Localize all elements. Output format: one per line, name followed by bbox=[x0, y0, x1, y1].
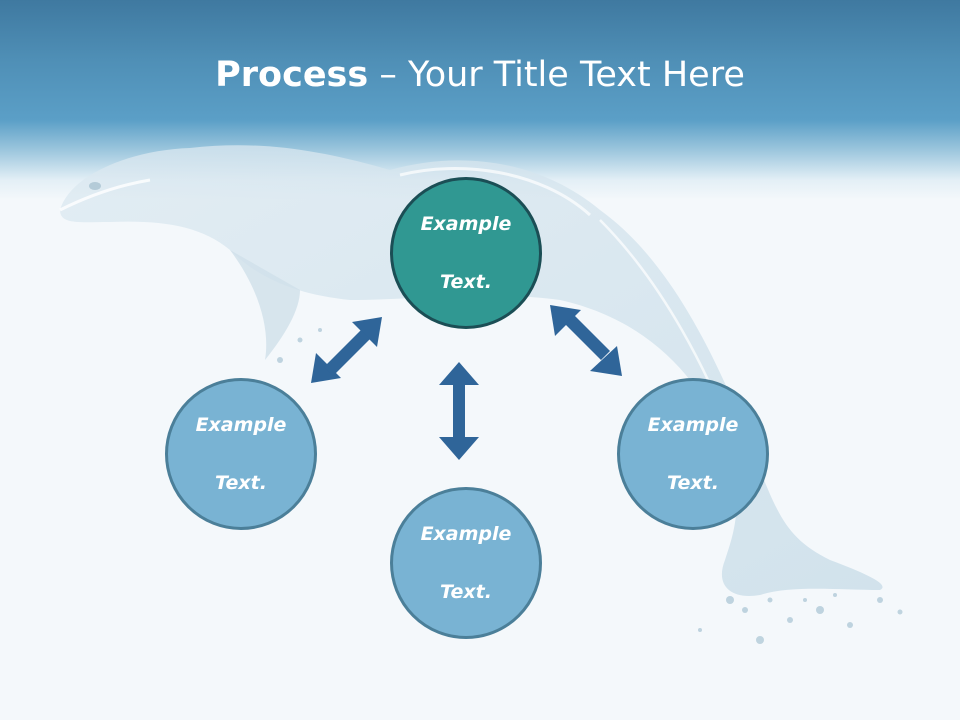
circle-right-line2: Text. bbox=[667, 471, 719, 494]
circle-top-line1: Example bbox=[420, 212, 512, 235]
circle-left-line1: Example bbox=[195, 413, 287, 436]
title-rest: – Your Title Text Here bbox=[368, 55, 745, 95]
double-arrow-top-right bbox=[550, 305, 622, 376]
circle-right-line1: Example bbox=[647, 413, 739, 436]
circle-left-line2: Text. bbox=[215, 471, 267, 494]
circle-top-line2: Text. bbox=[440, 270, 492, 293]
circle-bottom-line2: Text. bbox=[440, 580, 492, 603]
double-arrow-vertical bbox=[439, 362, 479, 460]
double-arrow-top-left bbox=[311, 317, 382, 383]
title-bold: Process bbox=[215, 55, 369, 95]
circle-bottom-line1: Example bbox=[420, 522, 512, 545]
page-title: Process – Your Title Text Here bbox=[0, 50, 960, 100]
